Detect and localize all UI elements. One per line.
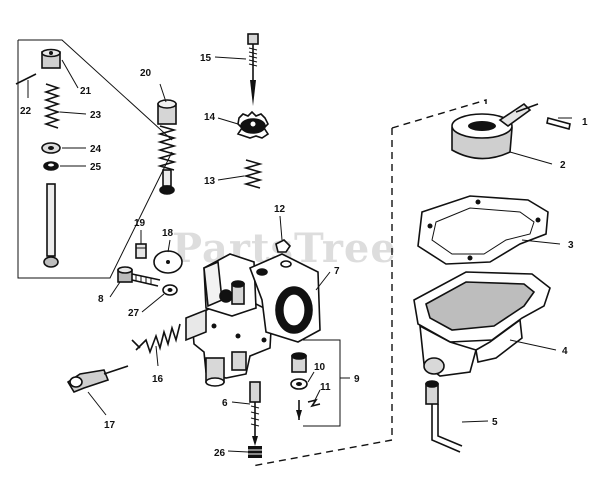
part-7-carburetor-body: [185, 253, 321, 387]
part-3-float-bowl-gasket: [417, 195, 549, 265]
part-17-throttle-lever: [66, 365, 129, 393]
leader-lines: [27, 56, 572, 453]
callout-6: 6: [222, 398, 228, 409]
part-13-idle-needle-spring: [243, 159, 263, 189]
callout-18: 18: [162, 228, 174, 239]
callout-7: 7: [334, 266, 340, 277]
part-9-inlet-needle-valve: [291, 352, 307, 420]
part-14-idle-needle-knob: [236, 110, 270, 139]
choke-rod: [43, 183, 59, 268]
part-26-needle-packing: [248, 446, 262, 458]
callout-5: 5: [492, 417, 498, 428]
part-25-packing: [43, 161, 59, 171]
callout-22: 22: [20, 106, 32, 117]
callout-21: 21: [80, 86, 92, 97]
part-16-throttle-shaft-spring: [131, 323, 181, 355]
callout-4: 4: [562, 346, 568, 357]
callout-10: 10: [314, 362, 326, 373]
part-24-washer: [41, 142, 61, 154]
callout-26: 26: [214, 448, 226, 459]
callout-27: 27: [128, 308, 140, 319]
part-5-bowl-drain-screw: [425, 380, 463, 453]
part-22-knob-pin: [15, 73, 37, 85]
part-27-washer: [162, 284, 178, 296]
callout-2: 2: [560, 160, 566, 171]
callout-20: 20: [140, 68, 152, 79]
callout-25: 25: [90, 162, 102, 173]
part-12-plug: [275, 239, 292, 253]
callout-23: 23: [90, 110, 102, 121]
part-2-float: [451, 102, 539, 160]
part-6-high-speed-needle: [249, 381, 261, 446]
part-20-choke-shaft-assembly: [157, 99, 177, 195]
part-18-throttle-plate: [153, 250, 183, 274]
callout-16: 16: [152, 374, 164, 385]
callout-14: 14: [204, 112, 216, 123]
part-8-throttle-stop-screw: [117, 266, 161, 287]
part-15-idle-needle: [247, 33, 259, 106]
callout-8: 8: [98, 294, 104, 305]
part-19-throttle-plate-screw: [135, 243, 147, 259]
group-lines: [17, 39, 487, 467]
callout-17: 17: [104, 420, 116, 431]
callout-12: 12: [274, 204, 286, 215]
callout-13: 13: [204, 176, 216, 187]
part-23-choke-spring: [43, 83, 61, 129]
part-4-float-bowl: [413, 271, 551, 377]
callout-24: 24: [90, 144, 102, 155]
callout-labels: 1 2 3 4 5 6 7 8 9 10 11 12 13 14 15 16 1…: [20, 53, 588, 459]
callout-3: 3: [568, 240, 574, 251]
callout-19: 19: [134, 218, 146, 229]
callout-11: 11: [320, 382, 331, 393]
part-10-needle-seat-gasket: [290, 378, 308, 390]
part-21-choke-knob: [41, 48, 61, 69]
callout-1: 1: [582, 117, 588, 128]
callout-9: 9: [354, 374, 360, 385]
callout-15: 15: [200, 53, 212, 64]
part-11-float-hinge-pin: [307, 398, 321, 408]
part-1-idle-tube-pin: [546, 117, 571, 130]
